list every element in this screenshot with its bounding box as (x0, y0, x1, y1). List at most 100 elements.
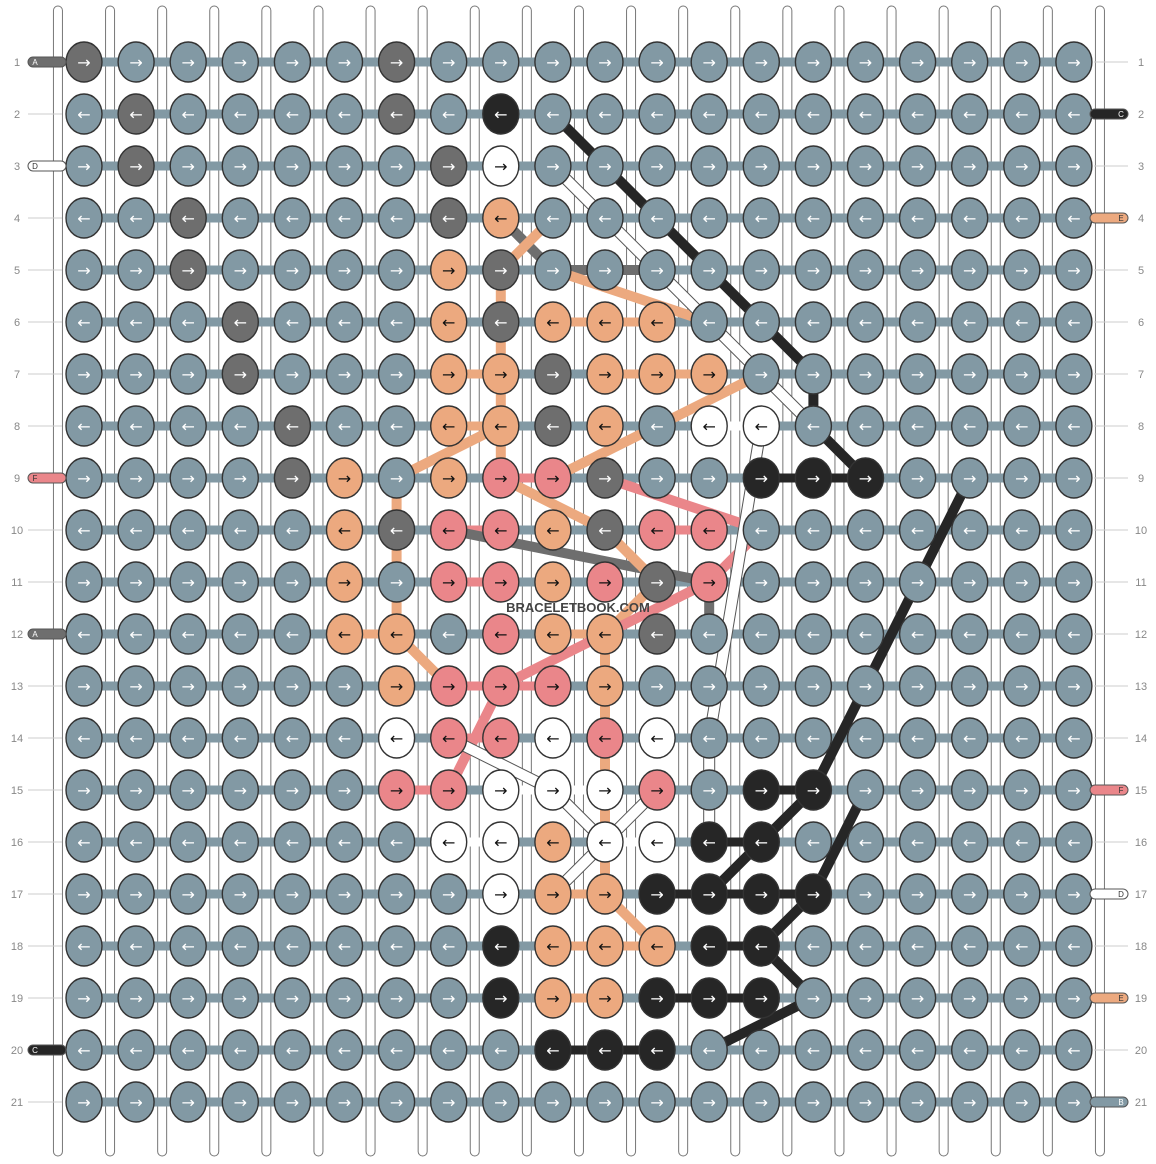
knot: → (482, 977, 520, 1019)
knot-arrow-left: ← (755, 1041, 768, 1060)
knot: → (586, 873, 624, 915)
knot-oval (65, 405, 103, 447)
knot: → (742, 1081, 780, 1123)
knot-arrow-right: → (1067, 365, 1080, 384)
knot: ← (377, 93, 416, 135)
knot: → (325, 977, 364, 1019)
knot: → (430, 457, 468, 499)
knot-arrow-right: → (1067, 261, 1080, 280)
knot-arrow-right: → (77, 365, 90, 384)
knot-oval (846, 665, 885, 707)
knot-oval (586, 1029, 624, 1071)
knot-arrow-left: ← (702, 417, 715, 436)
knot-arrow-left: ← (286, 937, 299, 956)
knot-oval (846, 717, 885, 759)
row-number-left: 20 (11, 1045, 23, 1057)
knot-arrow-right: → (598, 885, 611, 904)
knot-arrow-right: → (650, 1093, 663, 1112)
knot: → (325, 41, 364, 83)
knot-arrow-right: → (1015, 53, 1028, 72)
knot: → (586, 249, 624, 291)
knot-oval (273, 1029, 312, 1071)
knot-oval (898, 1029, 937, 1071)
knot-arrow-right: → (546, 989, 559, 1008)
strand-label: E (1118, 994, 1123, 1003)
knot: → (846, 457, 885, 499)
warp-thread (1094, 5, 1105, 1157)
knot: → (377, 665, 416, 707)
knot: → (898, 769, 937, 811)
knot: ← (638, 821, 676, 863)
knot: → (273, 1081, 312, 1123)
knot-oval (482, 769, 520, 811)
knot: → (273, 145, 312, 187)
knot-oval (638, 301, 676, 343)
knot: ← (951, 197, 989, 239)
knot: ← (377, 1029, 416, 1071)
knot-arrow-right: → (755, 157, 768, 176)
knot: ← (898, 717, 937, 759)
knot-oval (377, 1081, 416, 1123)
knot-arrow-left: ← (755, 209, 768, 228)
knot-arrow-left: ← (234, 105, 247, 124)
knot-oval (638, 353, 676, 395)
knot-arrow-right: → (1067, 469, 1080, 488)
knot-arrow-right: → (181, 781, 194, 800)
knot-arrow-right: → (598, 53, 611, 72)
strand-label: F (33, 474, 38, 483)
knot-arrow-left: ← (338, 833, 351, 852)
knot: → (951, 1081, 989, 1123)
knot: → (586, 977, 624, 1019)
knot-arrow-right: → (181, 885, 194, 904)
knot-oval (325, 457, 364, 499)
knot-arrow-right: → (234, 781, 247, 800)
knot: → (1003, 353, 1041, 395)
knot-arrow-right: → (77, 261, 90, 280)
knot-arrow-right: → (702, 1093, 715, 1112)
knot: ← (273, 405, 312, 447)
strand-right (1089, 888, 1129, 900)
knot-arrow-right: → (129, 365, 142, 384)
knot: ← (534, 93, 572, 135)
knot-arrow-right: → (807, 781, 820, 800)
knot-arrow-right: → (494, 781, 507, 800)
knot-arrow-right: → (1067, 781, 1080, 800)
strand-label: C (1118, 110, 1124, 119)
knot: → (951, 977, 989, 1019)
knot: → (742, 769, 780, 811)
knot-oval (430, 405, 468, 447)
knot-oval (951, 769, 989, 811)
knot-oval (482, 197, 520, 239)
knot-oval (430, 249, 468, 291)
knot: → (638, 977, 676, 1019)
knot-arrow-right: → (1015, 781, 1028, 800)
knot: → (846, 665, 885, 707)
knot-oval (1003, 769, 1041, 811)
knot-oval (325, 93, 364, 135)
knot-arrow-right: → (650, 365, 663, 384)
knot-oval (65, 1081, 103, 1123)
knot-oval (898, 717, 937, 759)
knot-oval (117, 457, 155, 499)
knot: ← (638, 405, 676, 447)
knot: ← (586, 509, 624, 551)
knot-arrow-right: → (859, 53, 872, 72)
knot-oval (742, 873, 780, 915)
knot-oval (1055, 353, 1093, 395)
knot-oval (482, 925, 520, 967)
knot-oval (325, 821, 364, 863)
knot-oval (638, 873, 676, 915)
knot-arrow-left: ← (859, 417, 872, 436)
knot: ← (846, 509, 885, 551)
knot: ← (325, 197, 364, 239)
knot: → (1055, 561, 1093, 603)
knot-arrow-left: ← (546, 105, 559, 124)
strand-label: B (1118, 1098, 1123, 1107)
knot-oval (377, 769, 416, 811)
knot: ← (951, 1029, 989, 1071)
knot-oval (273, 821, 312, 863)
knot-oval (794, 93, 833, 135)
row-number-right: 7 (1138, 369, 1144, 381)
knot-oval (898, 613, 937, 655)
knot-arrow-left: ← (911, 937, 924, 956)
